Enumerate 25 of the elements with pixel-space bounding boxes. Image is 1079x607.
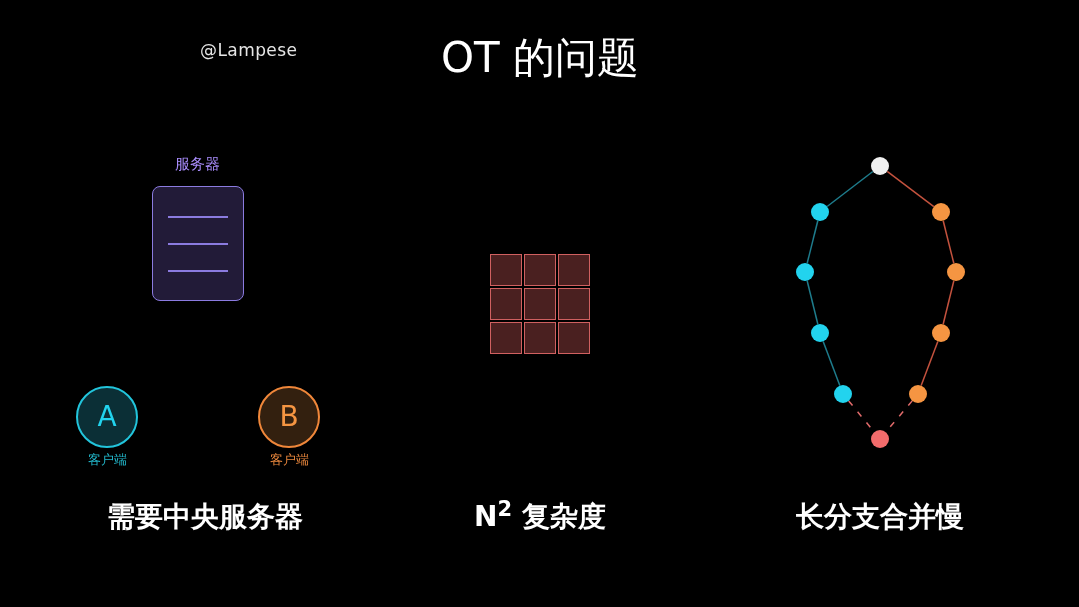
grid-cell — [490, 288, 522, 320]
grid-cell — [558, 254, 590, 286]
grid-cell — [490, 254, 522, 286]
connector-line — [920, 340, 939, 387]
caption-text: 长分支合并慢 — [795, 499, 965, 535]
connector-line — [822, 340, 841, 387]
grid-cell — [490, 322, 522, 354]
connector-line — [942, 220, 955, 264]
grid-cell — [558, 322, 590, 354]
connector-line — [942, 280, 955, 325]
connector-line — [806, 280, 819, 325]
connector-line — [886, 170, 935, 208]
connector-line — [806, 220, 819, 264]
connector-line — [826, 170, 874, 208]
client-label: 客户端 — [269, 452, 309, 469]
caption-text: N$^{2}$ 复杂度 — [473, 496, 607, 535]
slide-title: OT 的问题 — [439, 32, 641, 84]
grid-cell — [558, 288, 590, 320]
grid-cell — [524, 288, 556, 320]
caption-text: 需要中央服务器 — [106, 499, 304, 535]
grid-cell — [524, 322, 556, 354]
client-label: 客户端 — [87, 452, 127, 469]
author-handle: @Lampese — [200, 39, 298, 62]
grid-cell — [524, 254, 556, 286]
server-label: 服务器 — [175, 155, 220, 174]
